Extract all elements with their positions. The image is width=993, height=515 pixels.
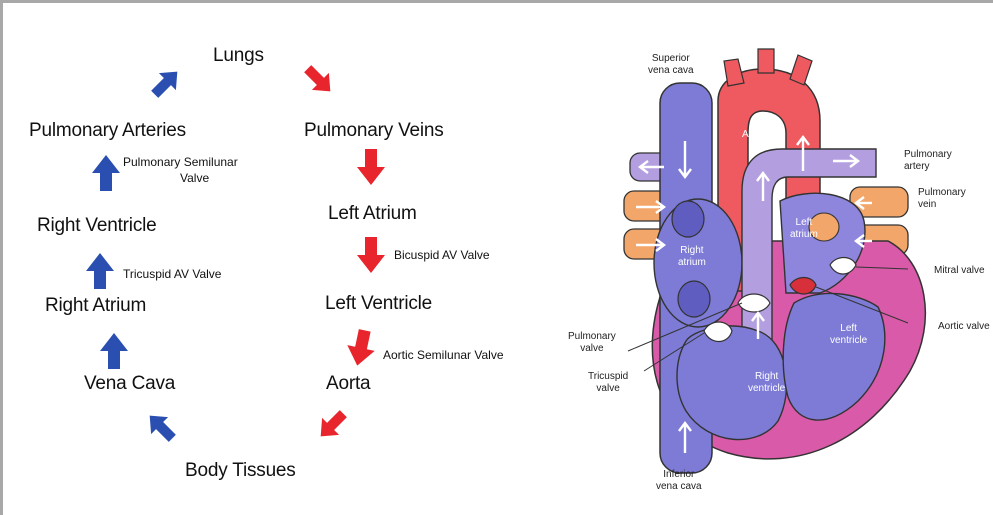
- valve-label-line: Pulmonary Semilunar: [123, 155, 238, 169]
- label-inferior-vena-cava: Inferior vena cava: [656, 469, 702, 493]
- heart-label-line: vein: [918, 199, 936, 210]
- label-right-atrium: Right Atrium: [45, 295, 146, 317]
- label-lungs: Lungs: [213, 45, 264, 67]
- label-body-tissues: Body Tissues: [185, 460, 296, 482]
- heart-label-line: atrium: [790, 229, 818, 240]
- label-vena-cava: Vena Cava: [84, 373, 175, 395]
- heart-label-line: atrium: [678, 257, 706, 268]
- heart-label-line: artery: [904, 161, 930, 172]
- label-right-ventricle: Right Ventricle: [37, 215, 157, 237]
- heart-label-line: Pulmonary: [904, 149, 952, 160]
- red-arrow-down-icon: [356, 149, 386, 185]
- red-arrow-down-icon: [356, 237, 386, 273]
- heart-label-line: vena cava: [656, 481, 702, 492]
- label-pulmonary-vein: Pulmonary vein: [918, 187, 966, 211]
- red-arrow-aorta-to-body-icon: [312, 405, 352, 445]
- label-aortic-valve: Aortic valve: [938, 321, 990, 333]
- heart-label-line: ventricle: [830, 335, 867, 346]
- pulmonary-valve-cusps: [738, 294, 770, 312]
- label-pulmonary-veins: Pulmonary Veins: [304, 120, 444, 142]
- heart-label-line: Superior: [652, 53, 690, 64]
- heart-illustration: [558, 41, 993, 503]
- heart-label-line: valve: [596, 383, 619, 394]
- heart-label-line: vena cava: [648, 65, 694, 76]
- label-aorta: Aorta: [326, 373, 370, 395]
- label-pulmonary-artery: Pulmonary artery: [904, 149, 952, 173]
- heart-label-line: ventricle: [748, 383, 785, 394]
- heart-label-line: Left: [840, 323, 857, 334]
- label-superior-vena-cava: Superior vena cava: [648, 53, 694, 77]
- label-mitral-valve: Mitral valve: [934, 265, 985, 277]
- label-tricuspid-valve: Tricuspid valve: [588, 371, 628, 395]
- heart-label-line: Right: [680, 245, 703, 256]
- label-left-atrium: Left Atrium: [328, 203, 417, 225]
- heart-label-line: Left: [796, 217, 813, 228]
- label-right-ventricle-in-heart: Right ventricle: [748, 371, 785, 395]
- heart-label-line: Tricuspid: [588, 371, 628, 382]
- label-bicuspid-av-valve: Bicuspid AV Valve: [394, 247, 490, 263]
- label-right-atrium-in-heart: Right atrium: [678, 245, 706, 269]
- label-left-ventricle: Left Ventricle: [325, 293, 432, 315]
- blue-arrow-up-icon: [85, 253, 115, 289]
- label-pulmonary-valve: Pulmonary valve: [568, 331, 616, 355]
- label-pulmonary-arteries: Pulmonary Arteries: [29, 120, 186, 142]
- heart-label-line: Right: [755, 371, 778, 382]
- heart-label-line: Inferior: [663, 469, 694, 480]
- red-arrow-lungs-to-veins-icon: [299, 61, 339, 99]
- label-aortic-semilunar-valve: Aortic Semilunar Valve: [383, 347, 504, 363]
- label-aorta-in-heart: Aorta: [742, 129, 766, 141]
- heart-label-line: Pulmonary: [918, 187, 966, 198]
- label-pulmonary-semilunar-valve: Pulmonary Semilunar Valve: [123, 154, 238, 186]
- blue-arrow-up-icon: [99, 333, 129, 369]
- label-left-atrium-in-heart: Left atrium: [790, 217, 818, 241]
- heart-label-line: valve: [580, 343, 603, 354]
- label-tricuspid-av-valve: Tricuspid AV Valve: [123, 266, 221, 282]
- blue-arrow-arteries-to-lungs-icon: [146, 63, 186, 103]
- valve-label-line: Valve: [123, 171, 209, 185]
- blue-arrow-body-to-vena-cava-icon: [141, 407, 181, 447]
- blue-arrow-up-icon: [91, 155, 121, 191]
- red-arrow-down-icon: [346, 329, 376, 367]
- heart-label-line: Pulmonary: [568, 331, 616, 342]
- heart-diagram: Superior vena cava Aorta Pulmonary arter…: [558, 41, 993, 503]
- label-left-ventricle-in-heart: Left ventricle: [830, 323, 867, 347]
